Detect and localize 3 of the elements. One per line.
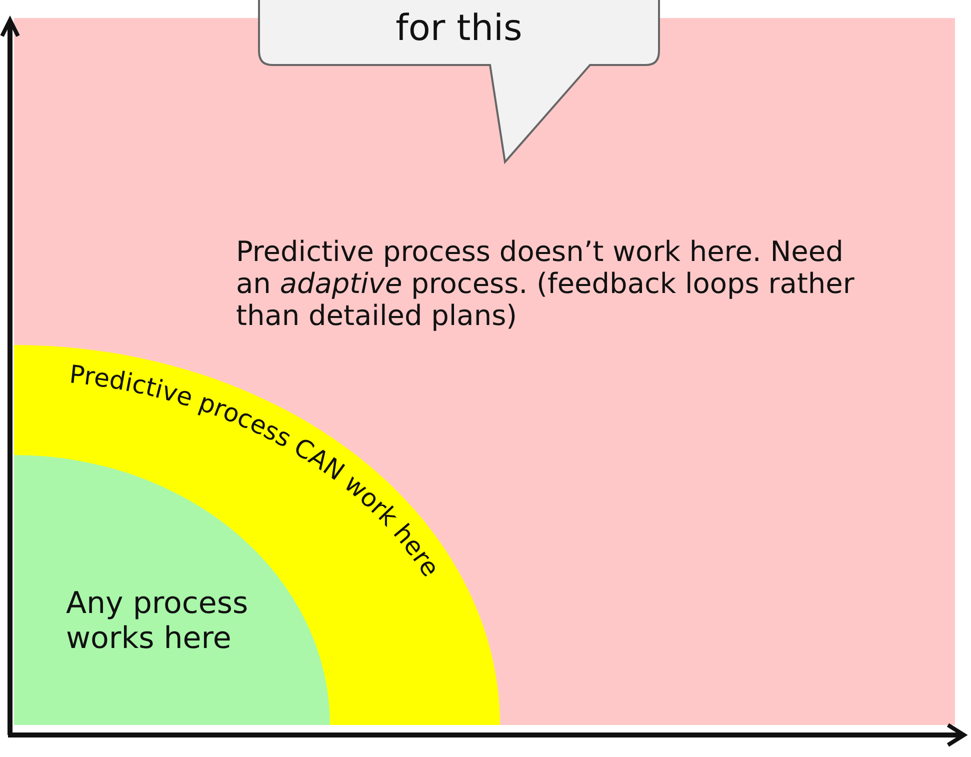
zone-text: for this bbox=[394, 8, 524, 50]
zone-text: Any process works here bbox=[66, 587, 250, 656]
zone-text: Predictive process doesn’t work here. Need an adaptive process. (feedback loops rather than detailed plans) bbox=[236, 236, 856, 333]
